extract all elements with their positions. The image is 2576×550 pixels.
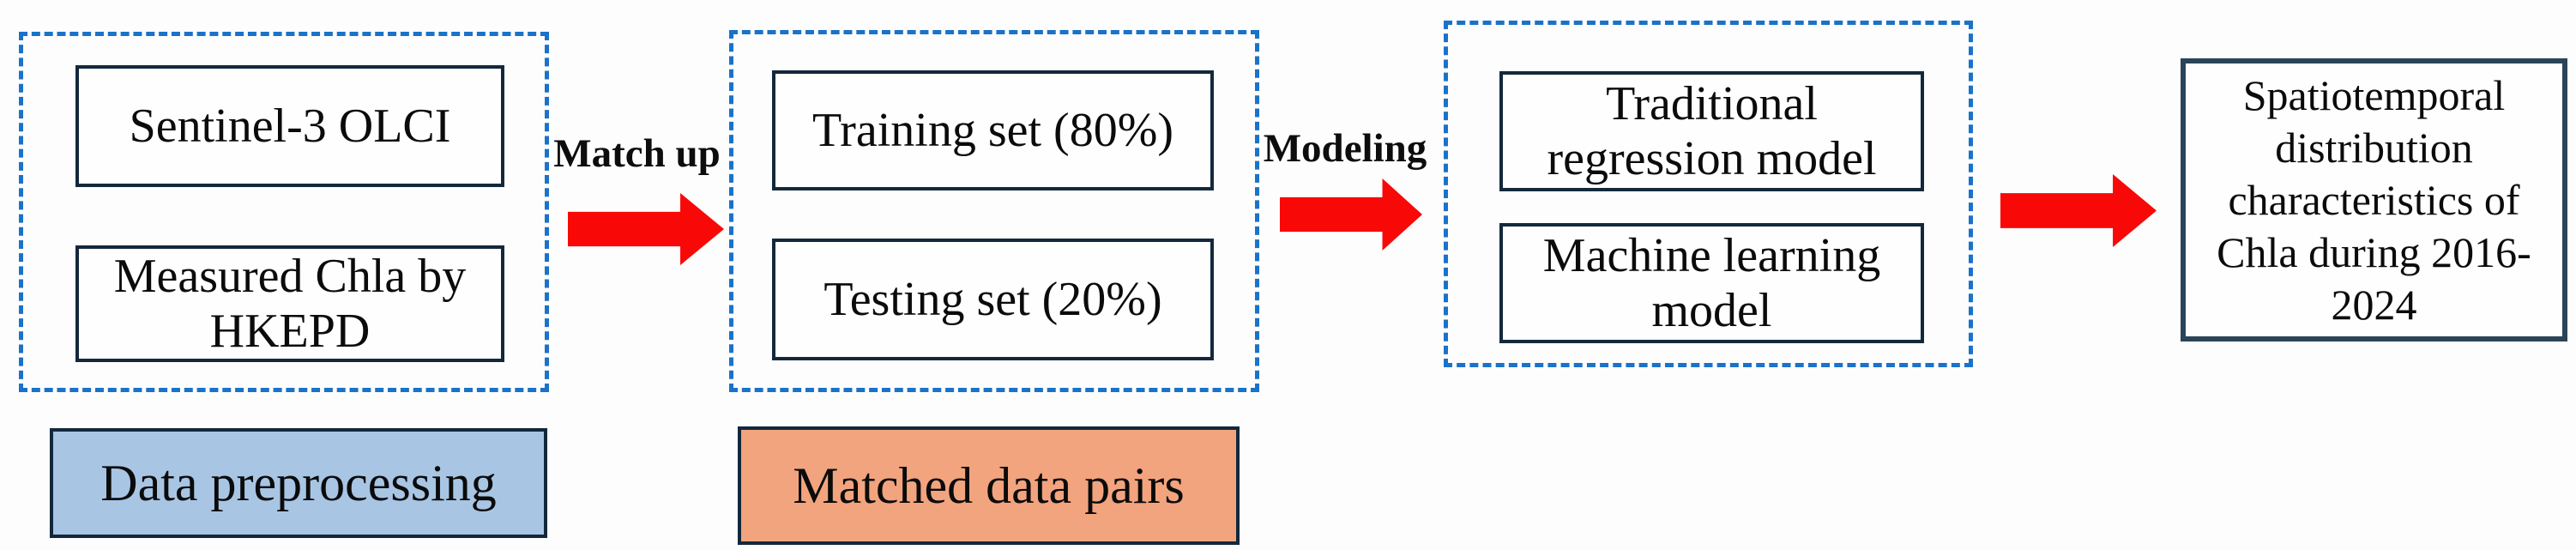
box-machine-learning-model-text: Machine learning model [1542, 229, 1881, 337]
box-training-set: Training set (80%) [772, 70, 1214, 190]
label-matched-data-pairs: Matched data pairs [738, 426, 1240, 545]
box-measured-chla-hkepd-text: Measured Chla by HKEPD [113, 250, 467, 358]
box-testing-set: Testing set (20%) [772, 239, 1214, 360]
output-arrow-icon [2000, 174, 2157, 247]
matched-pairs-group-dashed-box [729, 30, 1259, 392]
modeling-label: Modeling [1263, 126, 1427, 171]
label-data-preprocessing: Data preprocessing [50, 428, 547, 538]
box-training-set-text: Training set (80%) [811, 104, 1173, 157]
box-traditional-regression-model-text: Traditional regression model [1547, 77, 1877, 185]
match-up-label: Match up [553, 131, 721, 176]
box-sentinel3-olci-text: Sentinel-3 OLCI [129, 100, 451, 153]
box-traditional-regression-model: Traditional regression model [1499, 71, 1924, 191]
models-group-dashed-box [1444, 21, 1973, 367]
modeling-arrow-icon [1280, 178, 1422, 251]
box-sentinel3-olci: Sentinel-3 OLCI [75, 65, 504, 187]
match-up-arrow-icon [568, 193, 724, 265]
label-matched-data-pairs-text: Matched data pairs [793, 456, 1185, 514]
label-data-preprocessing-text: Data preprocessing [100, 454, 497, 511]
box-testing-set-text: Testing set (20%) [823, 273, 1162, 326]
box-measured-chla-hkepd: Measured Chla by HKEPD [75, 245, 504, 362]
box-machine-learning-model: Machine learning model [1499, 223, 1924, 343]
box-spatiotemporal-output-text: Spatiotemporal distribution characterist… [2217, 70, 2531, 329]
box-spatiotemporal-output: Spatiotemporal distribution characterist… [2181, 58, 2567, 341]
preprocessing-group-dashed-box [19, 32, 549, 392]
